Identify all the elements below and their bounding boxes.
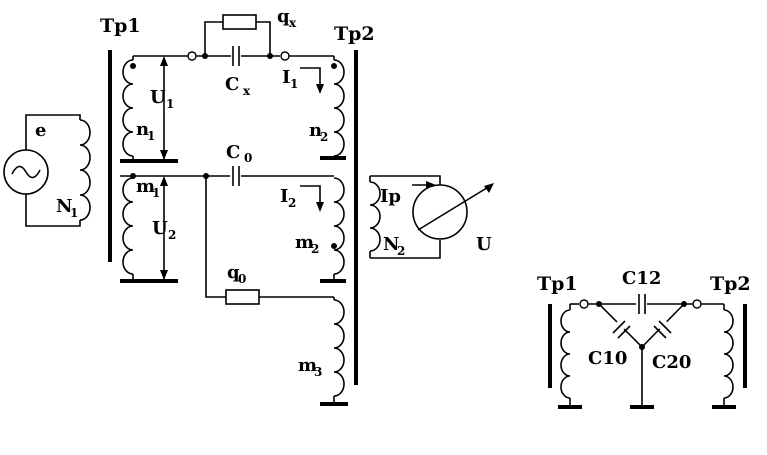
winding-N2 (369, 181, 381, 252)
u2-label: U (152, 218, 168, 239)
m2-label: m (295, 232, 314, 253)
c20-label: C20 (652, 352, 691, 373)
winding-m2 (331, 177, 345, 275)
winding-m1 (122, 176, 134, 280)
q0-label: q (227, 262, 240, 283)
meter-circuit (369, 175, 494, 259)
terminal (187, 51, 197, 61)
m3-label: m (298, 355, 317, 376)
n1-label: n (136, 119, 149, 140)
c12-label: C12 (622, 268, 661, 289)
i2-label: I (280, 186, 288, 207)
generator-source (3, 114, 91, 227)
N1-label: N (56, 196, 72, 217)
N2-sub: 2 (397, 244, 405, 258)
terminal (692, 299, 702, 309)
resistor-qx (222, 14, 257, 30)
c10-label: C10 (588, 348, 627, 369)
qx-sub: x (289, 16, 297, 30)
primary-winding-N1 (79, 119, 91, 221)
i1-sub: 1 (290, 77, 298, 91)
terminal (579, 299, 589, 309)
right-tp2-label: Tp2 (710, 273, 751, 295)
m2-sub: 2 (311, 242, 319, 256)
m3-sub: 3 (314, 365, 322, 379)
resistor-q0 (225, 289, 260, 305)
meter-u-label: U (476, 234, 492, 255)
voltmeter (412, 184, 468, 240)
n2-sub: 2 (320, 130, 328, 144)
right-tp1-label: Tp1 (537, 273, 578, 295)
qx-label: q (277, 6, 290, 27)
cx-sub: x (243, 84, 251, 98)
u1-label: U (150, 87, 166, 108)
n2-label: n (309, 120, 322, 141)
m1-label: m (136, 176, 155, 197)
winding-n2 (331, 59, 345, 157)
ip-label: Ip (380, 186, 401, 207)
e-label: e (35, 120, 46, 141)
q0-sub: 0 (238, 272, 246, 286)
c0-label: C (226, 142, 240, 163)
capacitor-c10 (612, 318, 631, 339)
N1-sub: 1 (70, 206, 78, 220)
capacitor-c20 (653, 318, 672, 339)
tp1-label: Tp1 (100, 15, 141, 37)
tp2-label: Tp2 (334, 23, 375, 45)
right-winding-tp2 (723, 309, 734, 399)
u2-sub: 2 (168, 228, 176, 242)
winding-n1 (122, 56, 136, 161)
terminal (280, 51, 290, 61)
N2-label: N (383, 234, 399, 255)
cx-label: C (225, 74, 239, 95)
i2-sub: 2 (288, 196, 296, 210)
winding-m3 (333, 299, 345, 397)
m1-sub: 1 (152, 186, 160, 200)
u1-sub: 1 (166, 97, 174, 111)
right-winding-tp1 (560, 309, 571, 399)
n1-sub: 1 (147, 129, 155, 143)
i1-label: I (282, 67, 290, 88)
c0-sub: 0 (244, 151, 252, 165)
